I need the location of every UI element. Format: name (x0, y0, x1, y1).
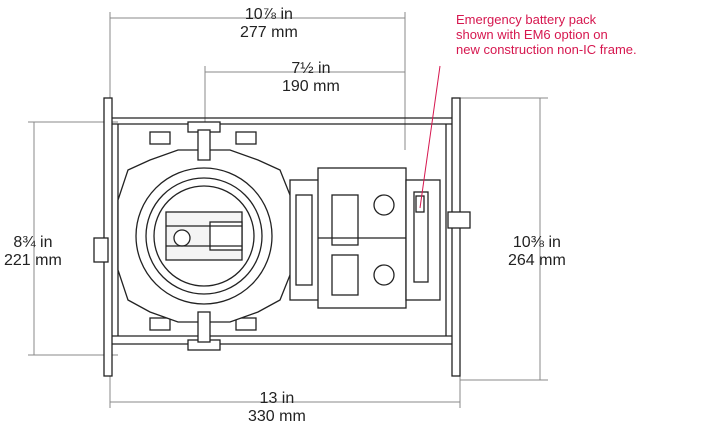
callout-line-1: Emergency battery pack (456, 12, 597, 27)
dim-right-metric: 264 mm (508, 252, 566, 269)
mounting-clips (93, 121, 471, 351)
dim-bottom-label: 13 in 330 mm (248, 390, 306, 426)
dim-top-outer-metric: 277 mm (240, 24, 298, 41)
dim-right-label: 10⅜ in 264 mm (508, 234, 566, 270)
junction-box (289, 167, 407, 309)
callout-leader (419, 65, 441, 209)
dim-top-inner-label: 7½ in 190 mm (282, 60, 340, 96)
dim-bottom-metric: 330 mm (248, 408, 306, 425)
dim-top-outer-label: 10⅞ in 277 mm (240, 6, 298, 42)
dim-top-inner-imperial: 7½ in (291, 60, 331, 77)
dim-left-metric: 221 mm (4, 252, 62, 269)
battery-callout: Emergency battery pack shown with EM6 op… (456, 12, 637, 57)
dim-top-outer-imperial: 10⅞ in (244, 6, 293, 23)
dim-left-label: 8¾ in 221 mm (4, 234, 62, 270)
dim-right-imperial: 10⅜ in (512, 234, 561, 251)
dim-top-inner-metric: 190 mm (282, 78, 340, 95)
dim-left-imperial: 8¾ in (13, 234, 53, 251)
dim-bottom-imperial: 13 in (259, 390, 295, 407)
housing-plate (117, 149, 293, 323)
right-rail (451, 97, 461, 377)
battery-pack (405, 179, 441, 301)
knockout-bottom (373, 264, 395, 286)
dimension-lines (28, 12, 548, 408)
callout-line-2: shown with EM6 option on (456, 27, 608, 42)
left-rail (103, 97, 113, 377)
knockout-top (373, 194, 395, 216)
callout-line-3: new construction non-IC frame. (456, 42, 637, 57)
